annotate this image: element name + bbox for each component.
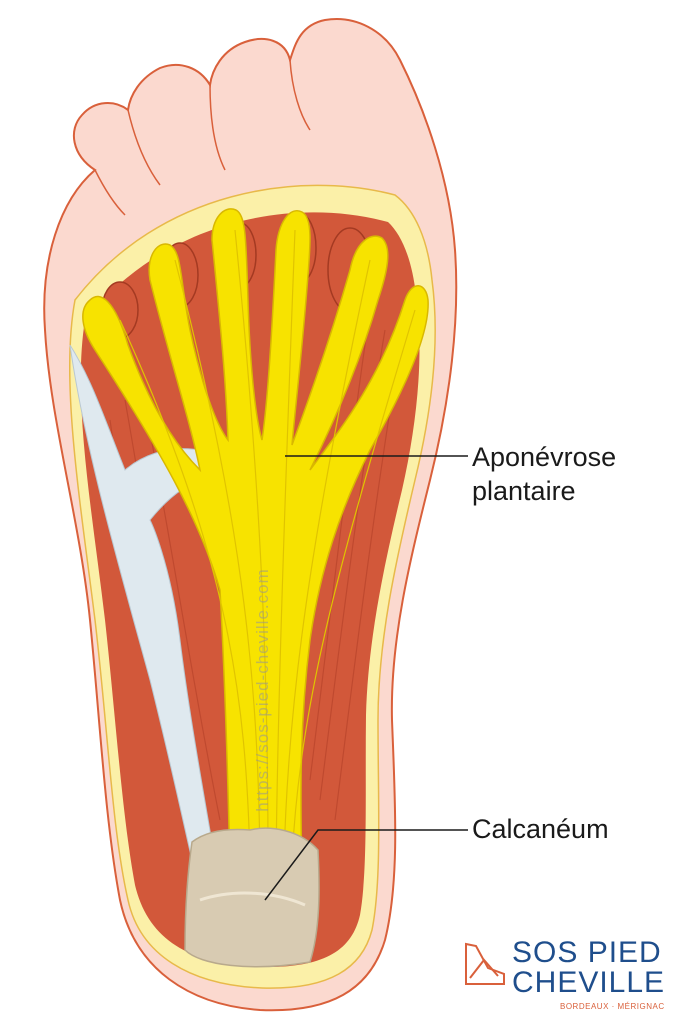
watermark-url: https://sos-pied-cheville.com bbox=[253, 568, 272, 812]
calcaneus-bone bbox=[184, 827, 320, 968]
calcaneus-highlight bbox=[199, 891, 306, 907]
logo-line1: SOS PIED bbox=[512, 936, 662, 969]
toe-crease bbox=[289, 59, 311, 131]
toe-crease bbox=[127, 109, 161, 186]
brand-logo[interactable]: SOS PIED CHEVILLE BORDEAUX · MÉRIGNAC bbox=[460, 936, 670, 1016]
aponeurosis-fibers bbox=[119, 229, 416, 861]
plantar-aponeurosis bbox=[82, 208, 429, 871]
logo-tagline: BORDEAUX · MÉRIGNAC bbox=[560, 1002, 665, 1011]
label-calcaneum: Calcanéum bbox=[472, 814, 609, 844]
leader-line-calcaneum bbox=[264, 829, 468, 901]
toe-crease bbox=[94, 169, 126, 216]
label-line: plantaire bbox=[472, 476, 576, 506]
label-line: Aponévrose bbox=[472, 442, 617, 472]
logo-line2: CHEVILLE bbox=[512, 966, 666, 999]
label-aponevrose-plantaire: Aponévrose plantaire bbox=[472, 440, 616, 508]
toe-crease bbox=[209, 84, 226, 171]
foot-outline-icon bbox=[465, 942, 505, 985]
